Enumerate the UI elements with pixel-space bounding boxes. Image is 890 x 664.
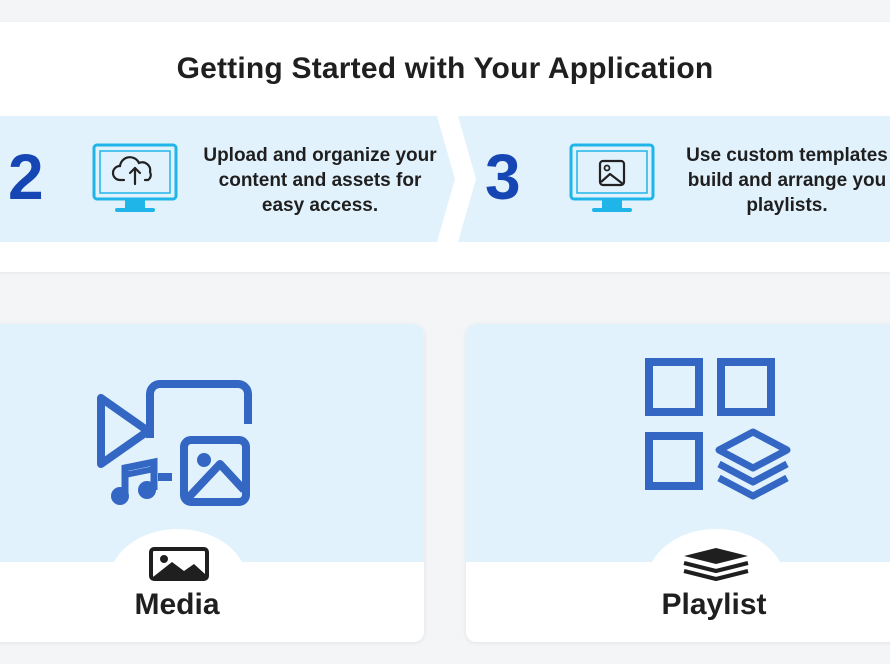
step-3-line-1: Use custom templates [686,145,888,166]
image-icon [569,143,655,212]
step-2-description: Upload and organize your content and ass… [189,143,451,218]
media-label: Media [134,588,220,621]
step-2-number: 2 [8,141,44,213]
step-2-line-2: content and assets for [218,170,422,191]
grid-layers-icon [645,358,791,500]
step-2-line-3: easy access. [261,195,379,216]
step-3-description: Use custom templates build and arrange y… [664,143,890,218]
playlist-label: Playlist [661,588,767,621]
page-title: Getting Started with Your Application [176,52,714,85]
media-collection-icon [97,380,252,506]
step-2-line-1: Upload and organize your [203,145,437,166]
image-frame-icon [149,547,209,581]
step-3-line-2: build and arrange you [687,170,887,191]
layers-icon [683,548,749,581]
step-3-number: 3 [485,141,521,213]
cloud-upload-icon [92,143,178,212]
step-3-line-3: playlists. [746,195,828,216]
